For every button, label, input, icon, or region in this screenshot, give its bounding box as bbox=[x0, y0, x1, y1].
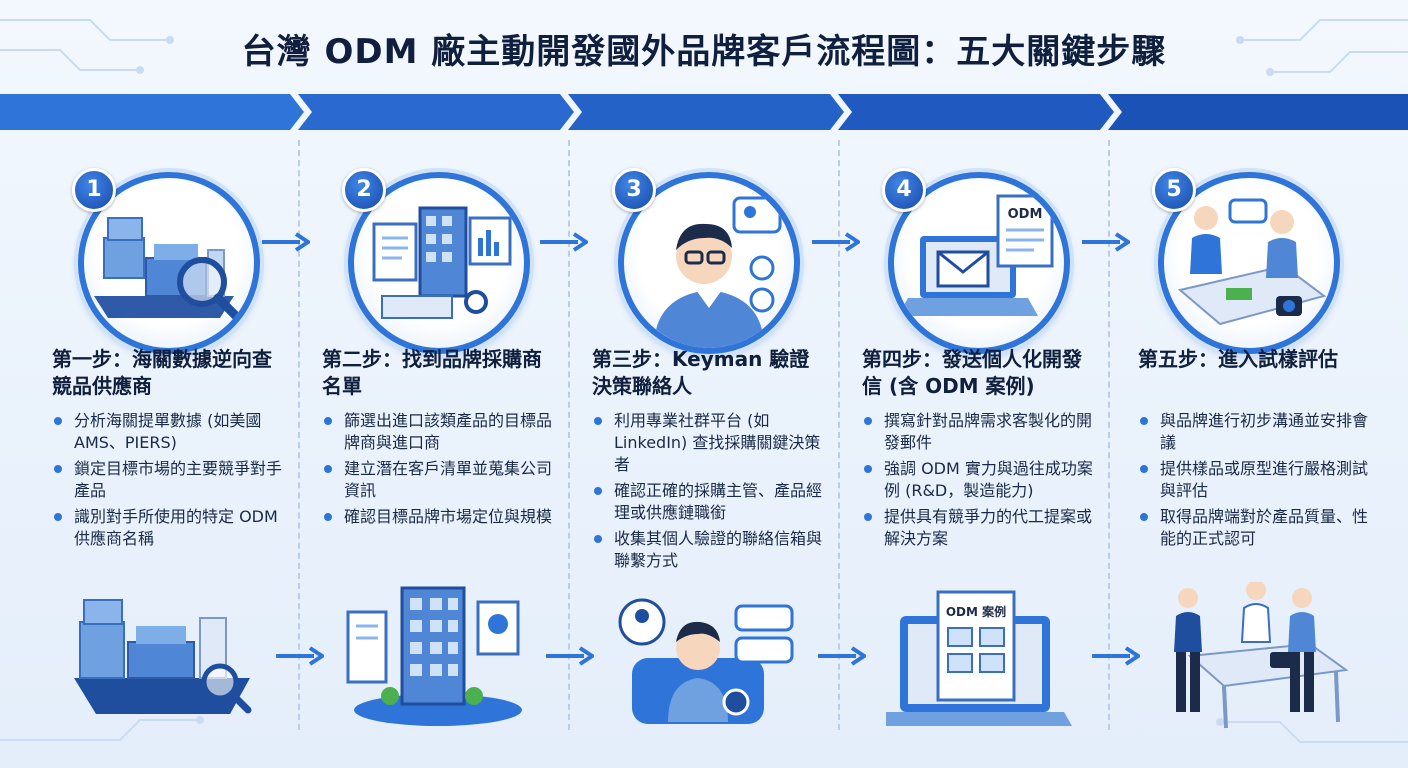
column-divider bbox=[1108, 140, 1110, 730]
bullet-dot bbox=[864, 465, 872, 473]
bullet-dot bbox=[54, 513, 62, 521]
list-item: 鎖定目標市場的主要競爭對手產品 bbox=[52, 458, 288, 502]
list-item: 提供樣品或原型進行嚴格測試與評估 bbox=[1138, 458, 1374, 502]
list-item: 確認目標品牌市場定位與規模 bbox=[322, 506, 558, 528]
list-item: 分析海關提單數據 (如美國 AMS、PIERS) bbox=[52, 410, 288, 454]
step-title: 第二步：找到品牌採購商名單 bbox=[322, 347, 542, 398]
list-item: 與品牌進行初步溝通並安排會議 bbox=[1138, 410, 1374, 454]
bullet-dot bbox=[594, 417, 602, 425]
flow-arrow bbox=[546, 646, 594, 666]
progress-banner bbox=[0, 94, 1408, 130]
laptop-case-illustration: ODM 案例 bbox=[882, 582, 1076, 732]
contact-person-illustration bbox=[612, 582, 802, 732]
flow-arrow bbox=[1082, 232, 1130, 252]
step-bullet-list: 分析海關提單數據 (如美國 AMS、PIERS) 鎖定目標市場的主要競爭對手產品… bbox=[52, 410, 288, 554]
column-divider bbox=[838, 140, 840, 730]
bullet-dot bbox=[594, 535, 602, 543]
office-building-illustration bbox=[338, 582, 528, 732]
list-item: 取得品牌端對於產品質量、性能的正式認可 bbox=[1138, 506, 1374, 550]
step-title: 第五步：進入試樣評估 bbox=[1138, 347, 1338, 371]
step-title: 第四步：發送個人化開發信 (含 ODM 案例) bbox=[862, 347, 1082, 398]
odm-doc-label: ODM bbox=[1008, 207, 1043, 222]
step-number-badge: 2 bbox=[342, 168, 386, 212]
bullet-dot bbox=[594, 487, 602, 495]
column-divider bbox=[298, 140, 300, 730]
list-item: 收集其個人驗證的聯絡信箱與聯繫方式 bbox=[592, 528, 828, 572]
flow-arrow bbox=[262, 232, 310, 252]
list-item: 確認正確的採購主管、產品經理或供應鏈職銜 bbox=[592, 480, 828, 524]
flow-arrow bbox=[818, 646, 866, 666]
list-item: 識別對手所使用的特定 ODM 供應商名稱 bbox=[52, 506, 288, 550]
office-building-documents-icon bbox=[348, 172, 530, 354]
step-bullet-list: 篩選出進口該類產品的目標品牌商與進口商 建立潛在客戶清單並蒐集公司資訊 確認目標… bbox=[322, 410, 558, 532]
list-item: 篩選出進口該類產品的目標品牌商與進口商 bbox=[322, 410, 558, 454]
step-number-badge: 3 bbox=[612, 168, 656, 212]
column-divider bbox=[568, 140, 570, 730]
bullet-dot bbox=[324, 417, 332, 425]
step-title: 第一步：海關數據逆向查競品供應商 bbox=[52, 347, 272, 398]
list-item: 撰寫針對品牌需求客製化的開發郵件 bbox=[862, 410, 1098, 454]
bullet-dot bbox=[864, 513, 872, 521]
bullet-dot bbox=[1140, 465, 1148, 473]
flow-arrow bbox=[276, 646, 324, 666]
bullet-dot bbox=[324, 513, 332, 521]
bullet-dot bbox=[1140, 417, 1148, 425]
bullet-dot bbox=[54, 417, 62, 425]
step-bullet-list: 與品牌進行初步溝通並安排會議 提供樣品或原型進行嚴格測試與評估 取得品牌端對於產… bbox=[1138, 410, 1374, 554]
list-item: 利用專業社群平台 (如 LinkedIn) 查找採購關鍵決策者 bbox=[592, 410, 828, 476]
step-title: 第三步：Keyman 驗證決策聯絡人 bbox=[592, 347, 810, 398]
meeting-samples-illustration bbox=[1160, 580, 1350, 732]
step-bullet-list: 撰寫針對品牌需求客製化的開發郵件 強調 ODM 實力與過往成功案例 (R&D，製… bbox=[862, 410, 1098, 554]
step-bullet-list: 利用專業社群平台 (如 LinkedIn) 查找採購關鍵決策者 確認正確的採購主… bbox=[592, 410, 828, 576]
bullet-dot bbox=[54, 465, 62, 473]
flow-arrow bbox=[812, 232, 860, 252]
step-number-badge: 1 bbox=[72, 168, 116, 212]
bullet-dot bbox=[864, 417, 872, 425]
bullet-dot bbox=[1140, 513, 1148, 521]
flow-arrow bbox=[540, 232, 588, 252]
flow-arrow bbox=[1092, 646, 1140, 666]
list-item: 提供具有競爭力的代工提案或解決方案 bbox=[862, 506, 1098, 550]
page-title: 台灣 ODM 廠主動開發國外品牌客戶流程圖：五大關鍵步驟 bbox=[241, 32, 1167, 72]
step-number-badge: 5 bbox=[1152, 168, 1196, 212]
step-number-badge: 4 bbox=[882, 168, 926, 212]
list-item: 強調 ODM 實力與過往成功案例 (R&D，製造能力) bbox=[862, 458, 1098, 502]
odm-case-label: ODM 案例 bbox=[946, 604, 1006, 619]
cargo-ship-illustration bbox=[70, 582, 260, 732]
laptop-email-icon: ODM bbox=[888, 172, 1070, 354]
list-item: 建立潛在客戶清單並蒐集公司資訊 bbox=[322, 458, 558, 502]
bullet-dot bbox=[324, 465, 332, 473]
